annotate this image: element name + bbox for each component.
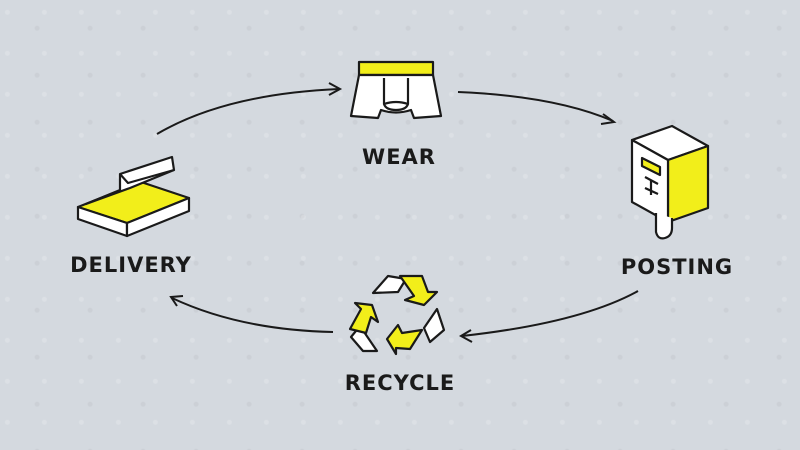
arrowhead: [169, 295, 184, 307]
arrow-recycle-to-delivery: [171, 297, 334, 333]
step-label-wear: WEAR: [362, 145, 436, 169]
step-label-delivery: DELIVERY: [70, 253, 192, 277]
arrow-wear-to-posting: [457, 91, 614, 122]
arrow-delivery-to-wear: [156, 88, 340, 135]
arrowhead: [600, 113, 617, 125]
arrowhead: [328, 82, 343, 96]
step-label-recycle: RECYCLE: [344, 371, 456, 395]
step-label-posting: POSTING: [620, 255, 734, 279]
arrowhead: [458, 329, 473, 343]
arrow-posting-to-recycle: [461, 290, 639, 337]
